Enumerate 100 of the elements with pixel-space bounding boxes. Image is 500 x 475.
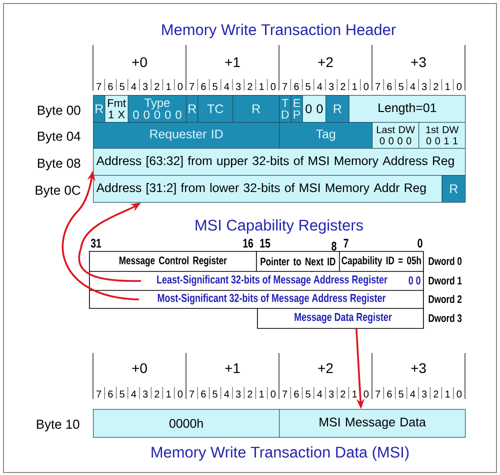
byte-offset-label: +2 <box>318 363 333 373</box>
bit-number: 1 <box>260 390 264 398</box>
header-field: R <box>186 95 198 123</box>
bit-number: 6 <box>108 83 113 90</box>
bit-number: 1 <box>166 390 171 398</box>
bit-number: 3 <box>328 83 334 90</box>
bit-number: 2 <box>248 83 252 90</box>
bit-number: 3 <box>236 390 241 398</box>
header-field: 1st DW 0 0 1 1 <box>418 122 466 149</box>
bit-number: 3 <box>328 390 334 398</box>
header-field: E P <box>290 95 303 123</box>
dword-label: Dword 1 <box>428 276 462 285</box>
bit-number: 5 <box>212 83 218 90</box>
dword-label: Dword 3 <box>428 314 462 322</box>
bit-number: 7 <box>190 390 194 398</box>
bit-number: 1 <box>352 390 357 398</box>
bit-number: 4 <box>131 83 136 90</box>
bit-number: 5 <box>120 83 124 90</box>
byte-offset-label: +3 <box>411 57 426 68</box>
bit-number: 2 <box>340 83 346 90</box>
register-field: Pointer to Next ID <box>256 250 340 272</box>
byte-offset-label: +0 <box>132 57 147 68</box>
bit-number: 4 <box>224 83 230 90</box>
row-label: Byte 0C <box>36 186 80 198</box>
byte-offset-label: +2 <box>318 57 333 67</box>
bit-number: 5 <box>398 390 404 398</box>
dword-label: Dword 2 <box>428 294 462 304</box>
bit-number: 7 <box>344 238 348 248</box>
bit-number: 0 <box>364 390 369 398</box>
data-field: MSI Message Data <box>279 409 466 438</box>
arrow <box>78 202 142 282</box>
bit-number: 4 <box>131 390 136 398</box>
bit-number: 1 <box>352 83 357 90</box>
section-title: Memory Write Transaction Header <box>162 24 396 38</box>
bit-number: 0 <box>364 83 369 90</box>
bit-number: 2 <box>154 83 160 90</box>
header-field: R <box>93 95 106 123</box>
bit-number: 8 <box>332 242 336 251</box>
byte-offset-label: +3 <box>411 363 426 374</box>
bit-number: 5 <box>306 390 310 398</box>
header-field: T D <box>279 95 292 123</box>
bit-number: 0 <box>178 390 183 398</box>
section-title: Memory Write Transaction Data (MSI) <box>152 446 409 461</box>
bit-number: 3 <box>422 390 427 398</box>
bit-number: 0 <box>270 83 276 90</box>
row-label: Byte 00 <box>38 106 80 118</box>
bit-number: 7 <box>96 390 102 398</box>
bit-number: 6 <box>294 83 299 90</box>
header-field: R <box>326 95 350 123</box>
bit-number: 5 <box>306 83 310 90</box>
bit-number: 2 <box>248 390 252 398</box>
bit-number: 0 <box>456 390 462 398</box>
bit-number: 3 <box>142 83 148 90</box>
bit-number: 7 <box>282 83 288 90</box>
header-field: R <box>442 175 466 203</box>
byte-offset-label: +0 <box>132 363 147 374</box>
data-field: 0000h <box>93 409 280 438</box>
bit-value: 0 0 <box>408 276 420 285</box>
bit-number: 0 <box>178 83 183 90</box>
bit-number: 4 <box>410 390 416 398</box>
bit-number: 31 <box>90 238 102 248</box>
bit-number: 5 <box>120 390 124 398</box>
register-field: Capability ID = 05h <box>339 250 424 272</box>
bit-number: 7 <box>190 83 194 90</box>
byte-offset-label: +1 <box>225 363 240 373</box>
bit-number: 0 <box>418 238 422 248</box>
bit-number: 6 <box>108 390 113 398</box>
row-label: Byte 10 <box>36 420 80 432</box>
section-title: MSI Capability Registers <box>196 219 363 234</box>
bit-number: 2 <box>434 390 438 398</box>
dword-label: Dword 0 <box>428 256 462 266</box>
bit-number: 4 <box>317 83 322 90</box>
bit-number: 0 <box>270 390 276 398</box>
bit-number: 3 <box>142 390 148 398</box>
header-field: 0 0 <box>302 95 326 123</box>
bit-number: 6 <box>387 390 392 398</box>
header-field: Fmt 1 X <box>104 95 128 123</box>
row-label: Byte 04 <box>38 132 80 144</box>
bit-number: 5 <box>212 390 218 398</box>
bit-number: 7 <box>282 390 288 398</box>
bit-number: 1 <box>446 390 450 398</box>
bit-number: 6 <box>201 83 206 90</box>
bit-number: 2 <box>154 390 160 398</box>
bit-number: 1 <box>166 83 171 90</box>
bit-number: 1 <box>260 83 264 90</box>
bit-number: 4 <box>317 390 322 398</box>
byte-offset-label: +1 <box>225 57 240 67</box>
bit-number: 7 <box>376 83 380 90</box>
register-row: Most-Significant 32-bits of Message Address Register <box>89 290 424 309</box>
bit-number: 16 <box>243 238 254 248</box>
bit-number: 4 <box>224 390 230 398</box>
bit-number: 2 <box>340 390 346 398</box>
bit-number: 7 <box>376 390 380 398</box>
register-row: Message Data Register <box>257 308 424 329</box>
bit-number: 7 <box>96 83 102 90</box>
bit-number: 6 <box>294 390 299 398</box>
header-field: Last DW 0 0 0 0 <box>372 122 420 149</box>
bit-number: 6 <box>201 390 206 398</box>
bit-number: 15 <box>260 238 270 248</box>
row-label: Byte 08 <box>38 158 80 170</box>
